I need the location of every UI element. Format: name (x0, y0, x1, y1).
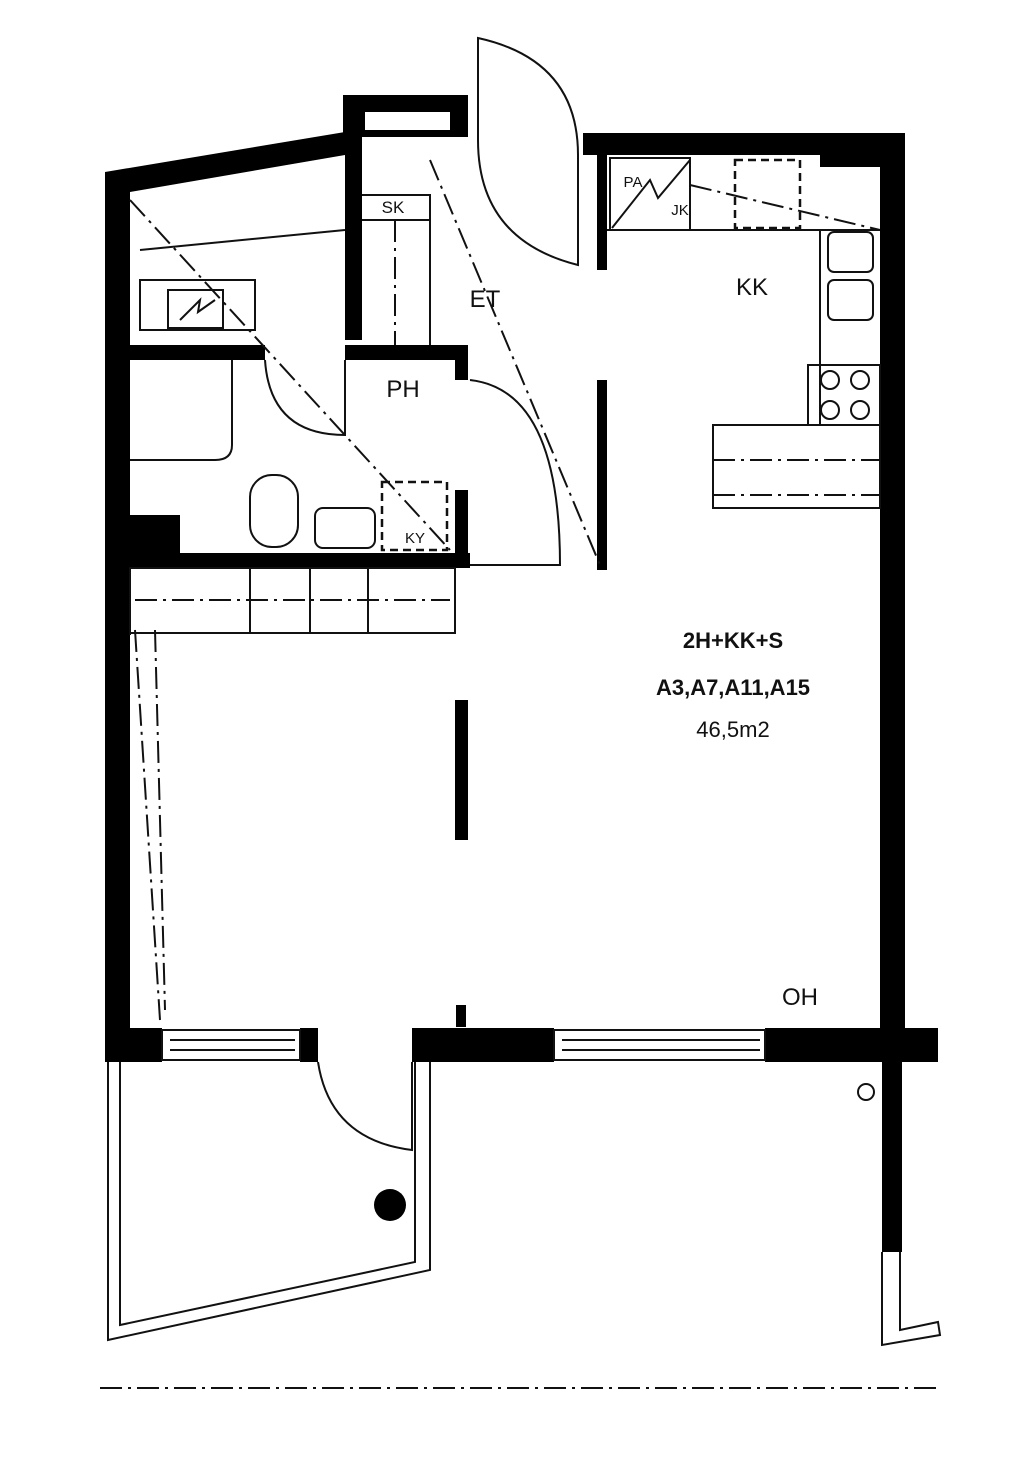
wall-top-left (105, 132, 345, 1030)
wall-right (880, 133, 905, 1033)
labels: SK ET KK PH KY PA JK 2H+KK+S A3,A7,A11,A… (382, 174, 874, 1105)
kitchen-sink (827, 231, 874, 273)
balcony-door (317, 1061, 413, 1152)
wall-ph-right (455, 490, 468, 568)
label-fridge: JK (671, 202, 689, 219)
label-entry: ET (470, 286, 501, 313)
wall-kitchen-top (597, 155, 607, 270)
entrance-door (477, 36, 579, 267)
apartment-area: 46,5m2 (696, 717, 769, 742)
wall-kitchen-bottom (597, 380, 607, 570)
washer (380, 480, 449, 552)
wardrobe (129, 567, 456, 634)
balcony (107, 1062, 942, 1347)
electric-panel (139, 279, 256, 331)
fixtures (129, 157, 881, 1221)
wall-storage (345, 95, 362, 340)
wall-ph-top-left (130, 345, 265, 360)
apartment-type: 2H+KK+S (683, 628, 783, 653)
label-freezer: PA (624, 174, 643, 191)
drain-point (374, 1189, 406, 1221)
wall-ph-bottom (130, 553, 470, 568)
storage-door (264, 359, 346, 437)
wall-top-block (343, 95, 468, 137)
wall-bottom (105, 1028, 162, 1062)
bathroom-door (469, 379, 562, 566)
wall-partition (455, 700, 468, 840)
doors (264, 36, 579, 1152)
label-living: OH (782, 984, 818, 1011)
label-kitchen: KK (736, 274, 768, 301)
stove (807, 364, 881, 426)
label-storage: SK (382, 198, 405, 217)
wall-top-right (583, 133, 905, 155)
outdoor-marker (857, 1083, 875, 1101)
label-bathroom: PH (386, 376, 419, 403)
kitchen-island (712, 424, 881, 509)
label-washer: KY (405, 530, 425, 547)
wall-ph-top-right (345, 345, 468, 360)
toilet (249, 474, 299, 548)
windows (161, 1029, 766, 1061)
apartment-ids: A3,A7,A11,A15 (656, 675, 810, 700)
sink (314, 507, 376, 549)
walls (105, 95, 938, 1252)
label-outdoor: O (857, 1080, 874, 1105)
